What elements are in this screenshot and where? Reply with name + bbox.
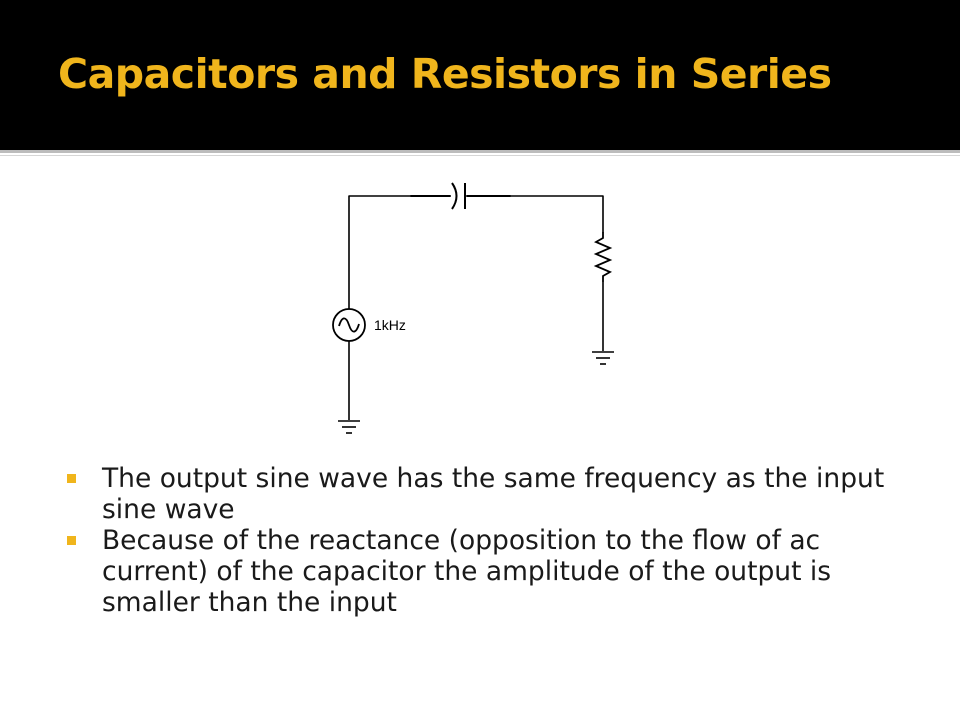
ground-symbol-right: [592, 351, 614, 365]
source-frequency-label: 1kHz: [374, 317, 406, 333]
resistor-symbol: [593, 232, 613, 282]
slide-title: Capacitors and Resistors in Series: [58, 50, 832, 98]
title-divider-thin: [0, 155, 960, 156]
bullet-square-icon: [67, 474, 76, 483]
ac-source-symbol: [332, 308, 366, 342]
bullet-item: Because of the reactance (opposition to …: [66, 525, 906, 618]
bullet-square-icon: [67, 536, 76, 545]
wire-top-left: [348, 195, 412, 310]
capacitor-symbol: [451, 182, 466, 210]
bullet-text: Because of the reactance (opposition to …: [102, 525, 832, 618]
bullet-text: The output sine wave has the same freque…: [102, 463, 885, 525]
bullet-item: The output sine wave has the same freque…: [66, 463, 906, 525]
bullet-list: The output sine wave has the same freque…: [66, 463, 906, 618]
title-bar: Capacitors and Resistors in Series: [0, 0, 960, 150]
title-divider: [0, 150, 960, 153]
ground-symbol-left: [338, 420, 360, 434]
wire-top-right: [509, 195, 604, 233]
series-rc-circuit-diagram: 1kHz: [332, 182, 614, 434]
